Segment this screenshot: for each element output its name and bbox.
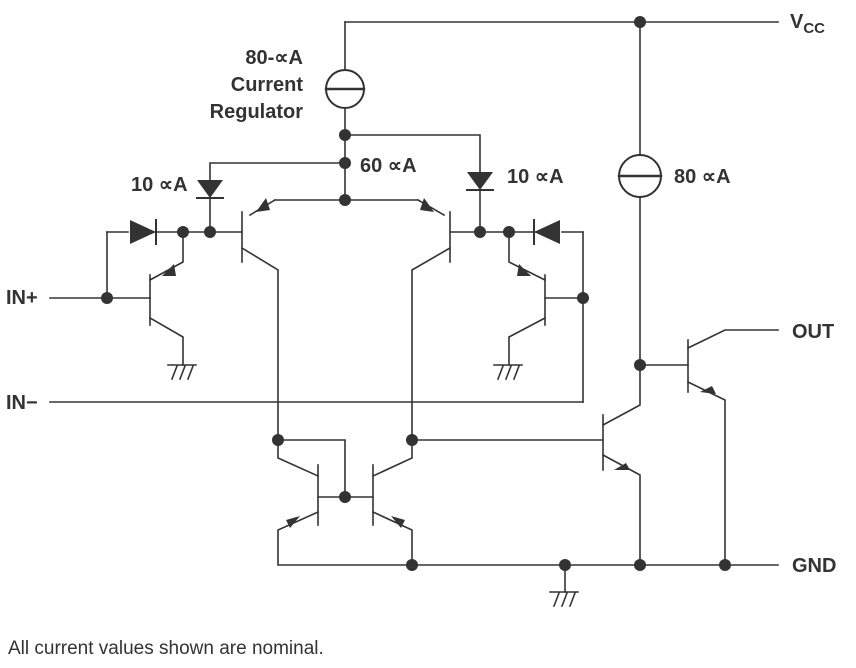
diode-left-10ua <box>196 180 224 199</box>
current-10-right-label: 10 ∝A <box>507 166 564 188</box>
gnd-label: GND <box>792 555 836 577</box>
vcc-label: VCC <box>790 11 825 37</box>
diode-left-input <box>130 219 157 245</box>
diode-right-10ua <box>466 172 494 191</box>
wires <box>49 21 779 608</box>
current-60-label: 60 ∝A <box>360 155 417 177</box>
regulator-current-label: 80-∝A <box>245 47 303 69</box>
in-minus-label: IN− <box>6 392 38 414</box>
current-source-80ua-output <box>617 154 663 198</box>
regulator-label-line2: Current <box>231 74 304 96</box>
footnote: All current values shown are nominal. <box>8 638 324 659</box>
transistor-emitter-arrows <box>162 198 716 528</box>
in-plus-label: IN+ <box>6 287 38 309</box>
out-label: OUT <box>792 321 834 343</box>
current-80-label: 80 ∝A <box>674 166 731 188</box>
regulator-label-line3: Regulator <box>210 101 304 123</box>
diode-right-input <box>533 219 560 245</box>
junction-dots <box>101 16 731 571</box>
current-source-80ua-regulator <box>324 69 366 109</box>
current-10-left-label: 10 ∝A <box>131 174 188 196</box>
